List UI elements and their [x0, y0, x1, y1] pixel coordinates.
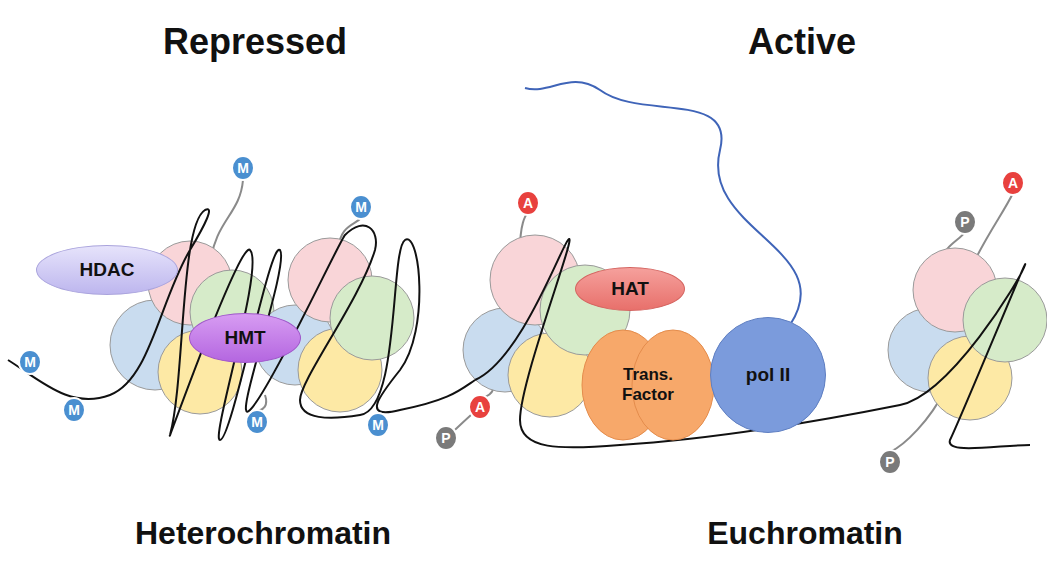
text-holder: A [475, 399, 485, 415]
state-heading: Active [748, 21, 856, 63]
node-text: M [24, 354, 36, 370]
text-holder: HMT [224, 327, 265, 349]
chromatin-label: Heterochromatin [135, 515, 391, 552]
node-text: A [475, 399, 485, 415]
node-text: A [523, 195, 533, 211]
phospho-mark: P [878, 449, 902, 475]
node-text: P [960, 214, 969, 230]
text-holder: M [24, 354, 36, 370]
text-holder: P [885, 454, 894, 470]
hat-enzyme: HAT [575, 267, 685, 311]
node-text: HDAC [80, 259, 135, 281]
node-text: pol II [746, 364, 790, 386]
methyl-mark: M [349, 194, 373, 220]
methyl-mark: M [231, 155, 255, 181]
methyl-mark: M [62, 397, 86, 423]
node-text: M [68, 402, 80, 418]
text-holder: HDAC [80, 259, 135, 281]
text-holder: M [355, 199, 367, 215]
chromatin-label: Euchromatin [707, 515, 903, 552]
hmt-enzyme: HMT [189, 313, 301, 363]
acetyl-mark: A [516, 190, 540, 216]
text-holder: A [523, 195, 533, 211]
node-text: M [372, 417, 384, 433]
polymerase: pol II [710, 317, 826, 433]
text-holder: Trans. Factor [608, 365, 688, 404]
text-holder: HAT [611, 278, 649, 300]
node-text: HMT [224, 327, 265, 349]
text-holder: pol II [746, 364, 790, 386]
node-text: M [251, 414, 263, 430]
text-holder: M [237, 160, 249, 176]
node-text: HAT [611, 278, 649, 300]
text-holder: A [1008, 175, 1018, 191]
node-text: M [355, 199, 367, 215]
text-holder: M [68, 402, 80, 418]
transcription-factor: Trans. Factor [581, 329, 715, 441]
acetyl-mark: A [1001, 170, 1025, 196]
hdac-enzyme: HDAC [36, 245, 178, 295]
text-holder: P [441, 430, 450, 446]
state-heading: Repressed [163, 21, 347, 63]
acetyl-mark: A [468, 394, 492, 420]
phospho-mark: P [434, 425, 458, 451]
node-text: M [237, 160, 249, 176]
node-text: P [441, 430, 450, 446]
methyl-mark: M [18, 349, 42, 375]
node-text: A [1008, 175, 1018, 191]
node-text: Trans. Factor [608, 365, 688, 404]
text-holder: M [372, 417, 384, 433]
phospho-mark: P [953, 209, 977, 235]
methyl-mark: M [366, 412, 390, 438]
methyl-mark: M [245, 409, 269, 435]
node-text: P [885, 454, 894, 470]
text-holder: M [251, 414, 263, 430]
text-holder: P [960, 214, 969, 230]
